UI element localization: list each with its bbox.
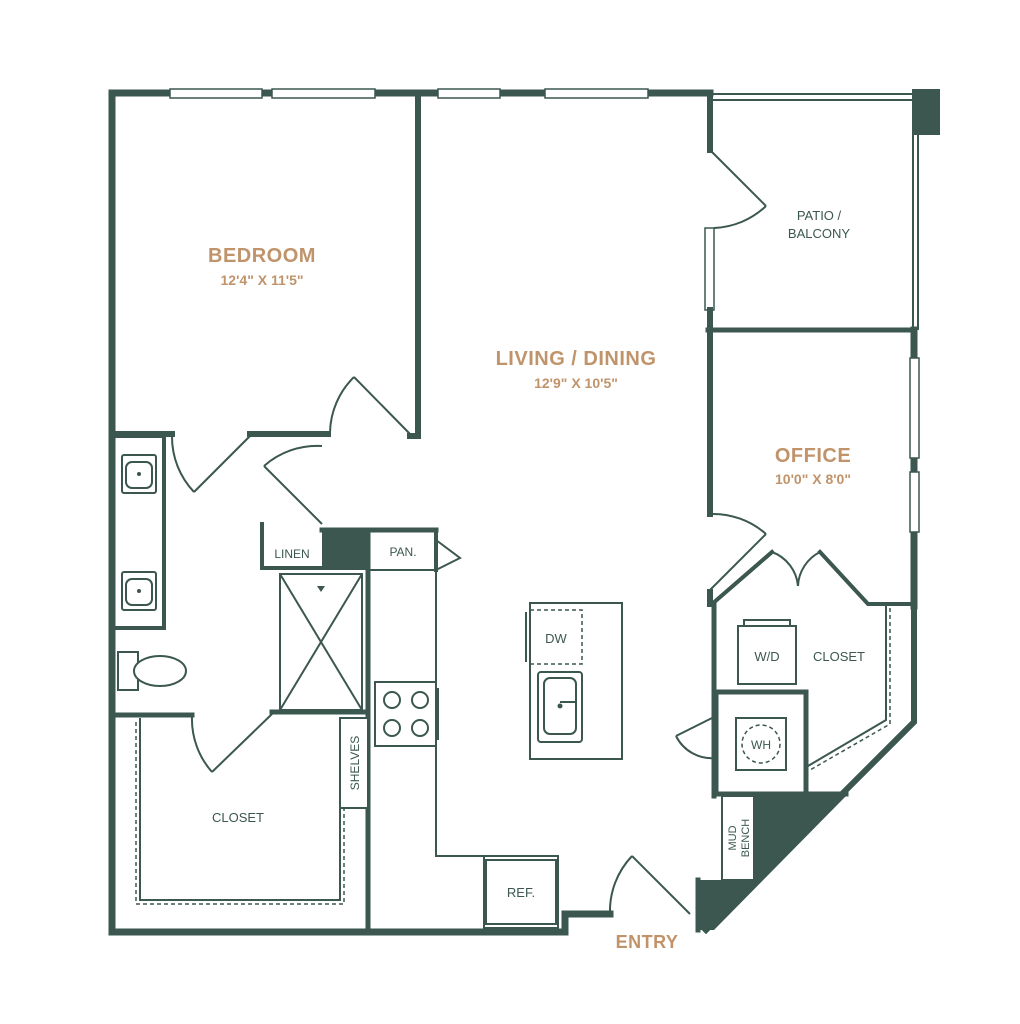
patio-label-line1: PATIO / [797, 208, 842, 223]
office-closet-label: CLOSET [813, 649, 865, 664]
bedroom-dimensions: 12'4" X 11'5" [221, 272, 304, 288]
windows [169, 88, 920, 533]
shelves-label: SHELVES [348, 736, 362, 790]
water-heater-label: WH [751, 738, 771, 752]
office-label: OFFICE [775, 445, 851, 467]
office-dimensions: 10'0" X 8'0" [775, 471, 851, 487]
refrigerator-label: REF. [507, 885, 535, 900]
living-dining-label: LIVING / DINING [496, 348, 657, 370]
living-dining-dimensions: 12'9" X 10'5" [534, 375, 618, 391]
dishwasher-label: DW [545, 631, 567, 646]
mud-bench-label-line2: BENCH [740, 819, 752, 858]
pantry-label: PAN. [389, 545, 416, 559]
interior-walls [109, 90, 917, 935]
bedroom-closet-label: CLOSET [212, 810, 264, 825]
entry-label: ENTRY [616, 932, 679, 952]
mud-bench-label-line1: MUD [727, 825, 739, 850]
linen-label: LINEN [274, 547, 309, 561]
bedroom-label: BEDROOM [208, 245, 316, 267]
patio-railing [710, 89, 940, 330]
washer-dryer-label: W/D [754, 649, 779, 664]
patio-label-line2: BALCONY [788, 226, 850, 241]
